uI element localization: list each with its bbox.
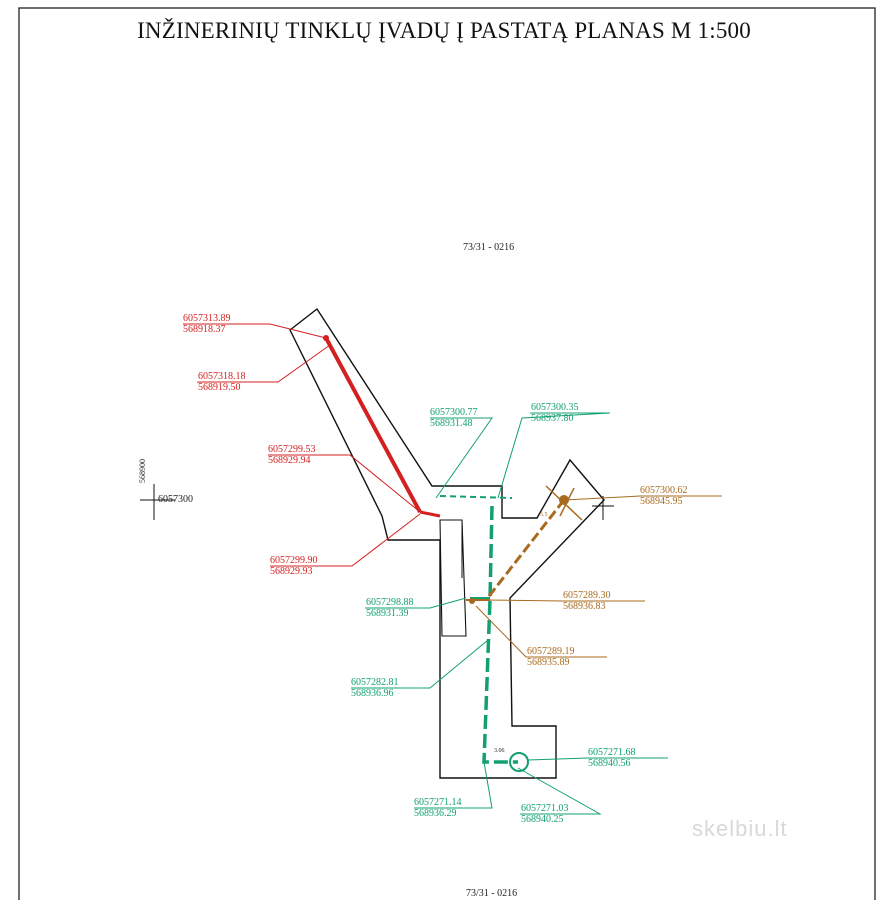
easting: 568936.96	[351, 688, 394, 699]
green-leader-6	[517, 767, 602, 815]
heat-cross-b	[559, 487, 575, 517]
northing: 6057289.30	[563, 590, 611, 601]
easting: 568931.39	[366, 608, 409, 619]
electric-cable	[324, 337, 422, 513]
brown-leader-2	[485, 599, 645, 602]
easting: 568929.93	[270, 566, 313, 577]
electric-node	[323, 335, 329, 341]
easting: 568945.95	[640, 496, 683, 507]
northing: 6057298.88	[366, 597, 414, 608]
building-outline	[289, 307, 605, 779]
easting: 568929.94	[268, 455, 311, 466]
northing: 6057300.77	[430, 407, 478, 418]
northing: 6057313.89	[183, 313, 231, 324]
northing: 6057299.53	[268, 444, 316, 455]
easting: 568940.56	[588, 758, 631, 769]
water-pipe-main	[439, 495, 513, 499]
axis-marker-vertical: 568900	[138, 459, 147, 483]
heat-pipe	[484, 499, 566, 601]
electric-cable-inner	[419, 510, 441, 518]
easting: 568936.83	[563, 601, 606, 612]
northing: 6057271.68	[588, 747, 636, 758]
water-well	[509, 752, 529, 772]
plan-title: INŽINERINIŲ TINKLŲ ĮVADŲ Į PASTATĄ PLANA…	[137, 18, 751, 43]
well-dimension-label: 3.06	[494, 748, 505, 754]
green-leader-2	[497, 412, 611, 499]
easting: 568918.37	[183, 324, 226, 335]
green-leader-5	[414, 761, 493, 809]
northing: 6057271.14	[414, 797, 462, 808]
red-leader-2	[197, 344, 331, 383]
northing: 6057299.90	[270, 555, 318, 566]
easting: 568919.50	[198, 382, 241, 393]
sheet-border	[18, 7, 876, 900]
easting: 568931.48	[430, 418, 473, 429]
heat-dimension-label: 5.5	[540, 512, 548, 518]
brown-leader-1	[563, 495, 722, 501]
northing: 6057300.62	[640, 485, 688, 496]
heat-cross-a	[545, 485, 583, 521]
green-leader-4	[351, 639, 489, 689]
easting: 568936.29	[414, 808, 457, 819]
brown-leader-3	[475, 605, 607, 658]
easting: 568935.89	[527, 657, 570, 668]
easting: 568937.80	[531, 413, 574, 424]
inner-room	[439, 519, 467, 637]
green-leader-3	[365, 597, 467, 609]
red-leader-3	[268, 454, 421, 513]
green-leader-7	[527, 757, 668, 761]
northing: 6057271.03	[521, 803, 569, 814]
green-leader-1	[430, 417, 493, 499]
easting: 568940.25	[521, 814, 564, 825]
northing: 6057318.18	[198, 371, 246, 382]
parcel-number-top: 73/31 - 0216	[463, 242, 515, 253]
northing: 6057300.35	[531, 402, 579, 413]
parcel-number-bottom: 73/31 - 0216	[466, 888, 518, 899]
northing: 6057282.81	[351, 677, 399, 688]
red-leader-1	[183, 323, 327, 339]
water-pipe-vertical	[482, 505, 518, 764]
heat-entry-node	[469, 598, 475, 604]
axis-marker-horizontal: 6057300	[158, 494, 193, 505]
red-leader-4	[270, 513, 421, 567]
northing: 6057289.19	[527, 646, 575, 657]
watermark: skelbiu.lt	[692, 816, 788, 841]
